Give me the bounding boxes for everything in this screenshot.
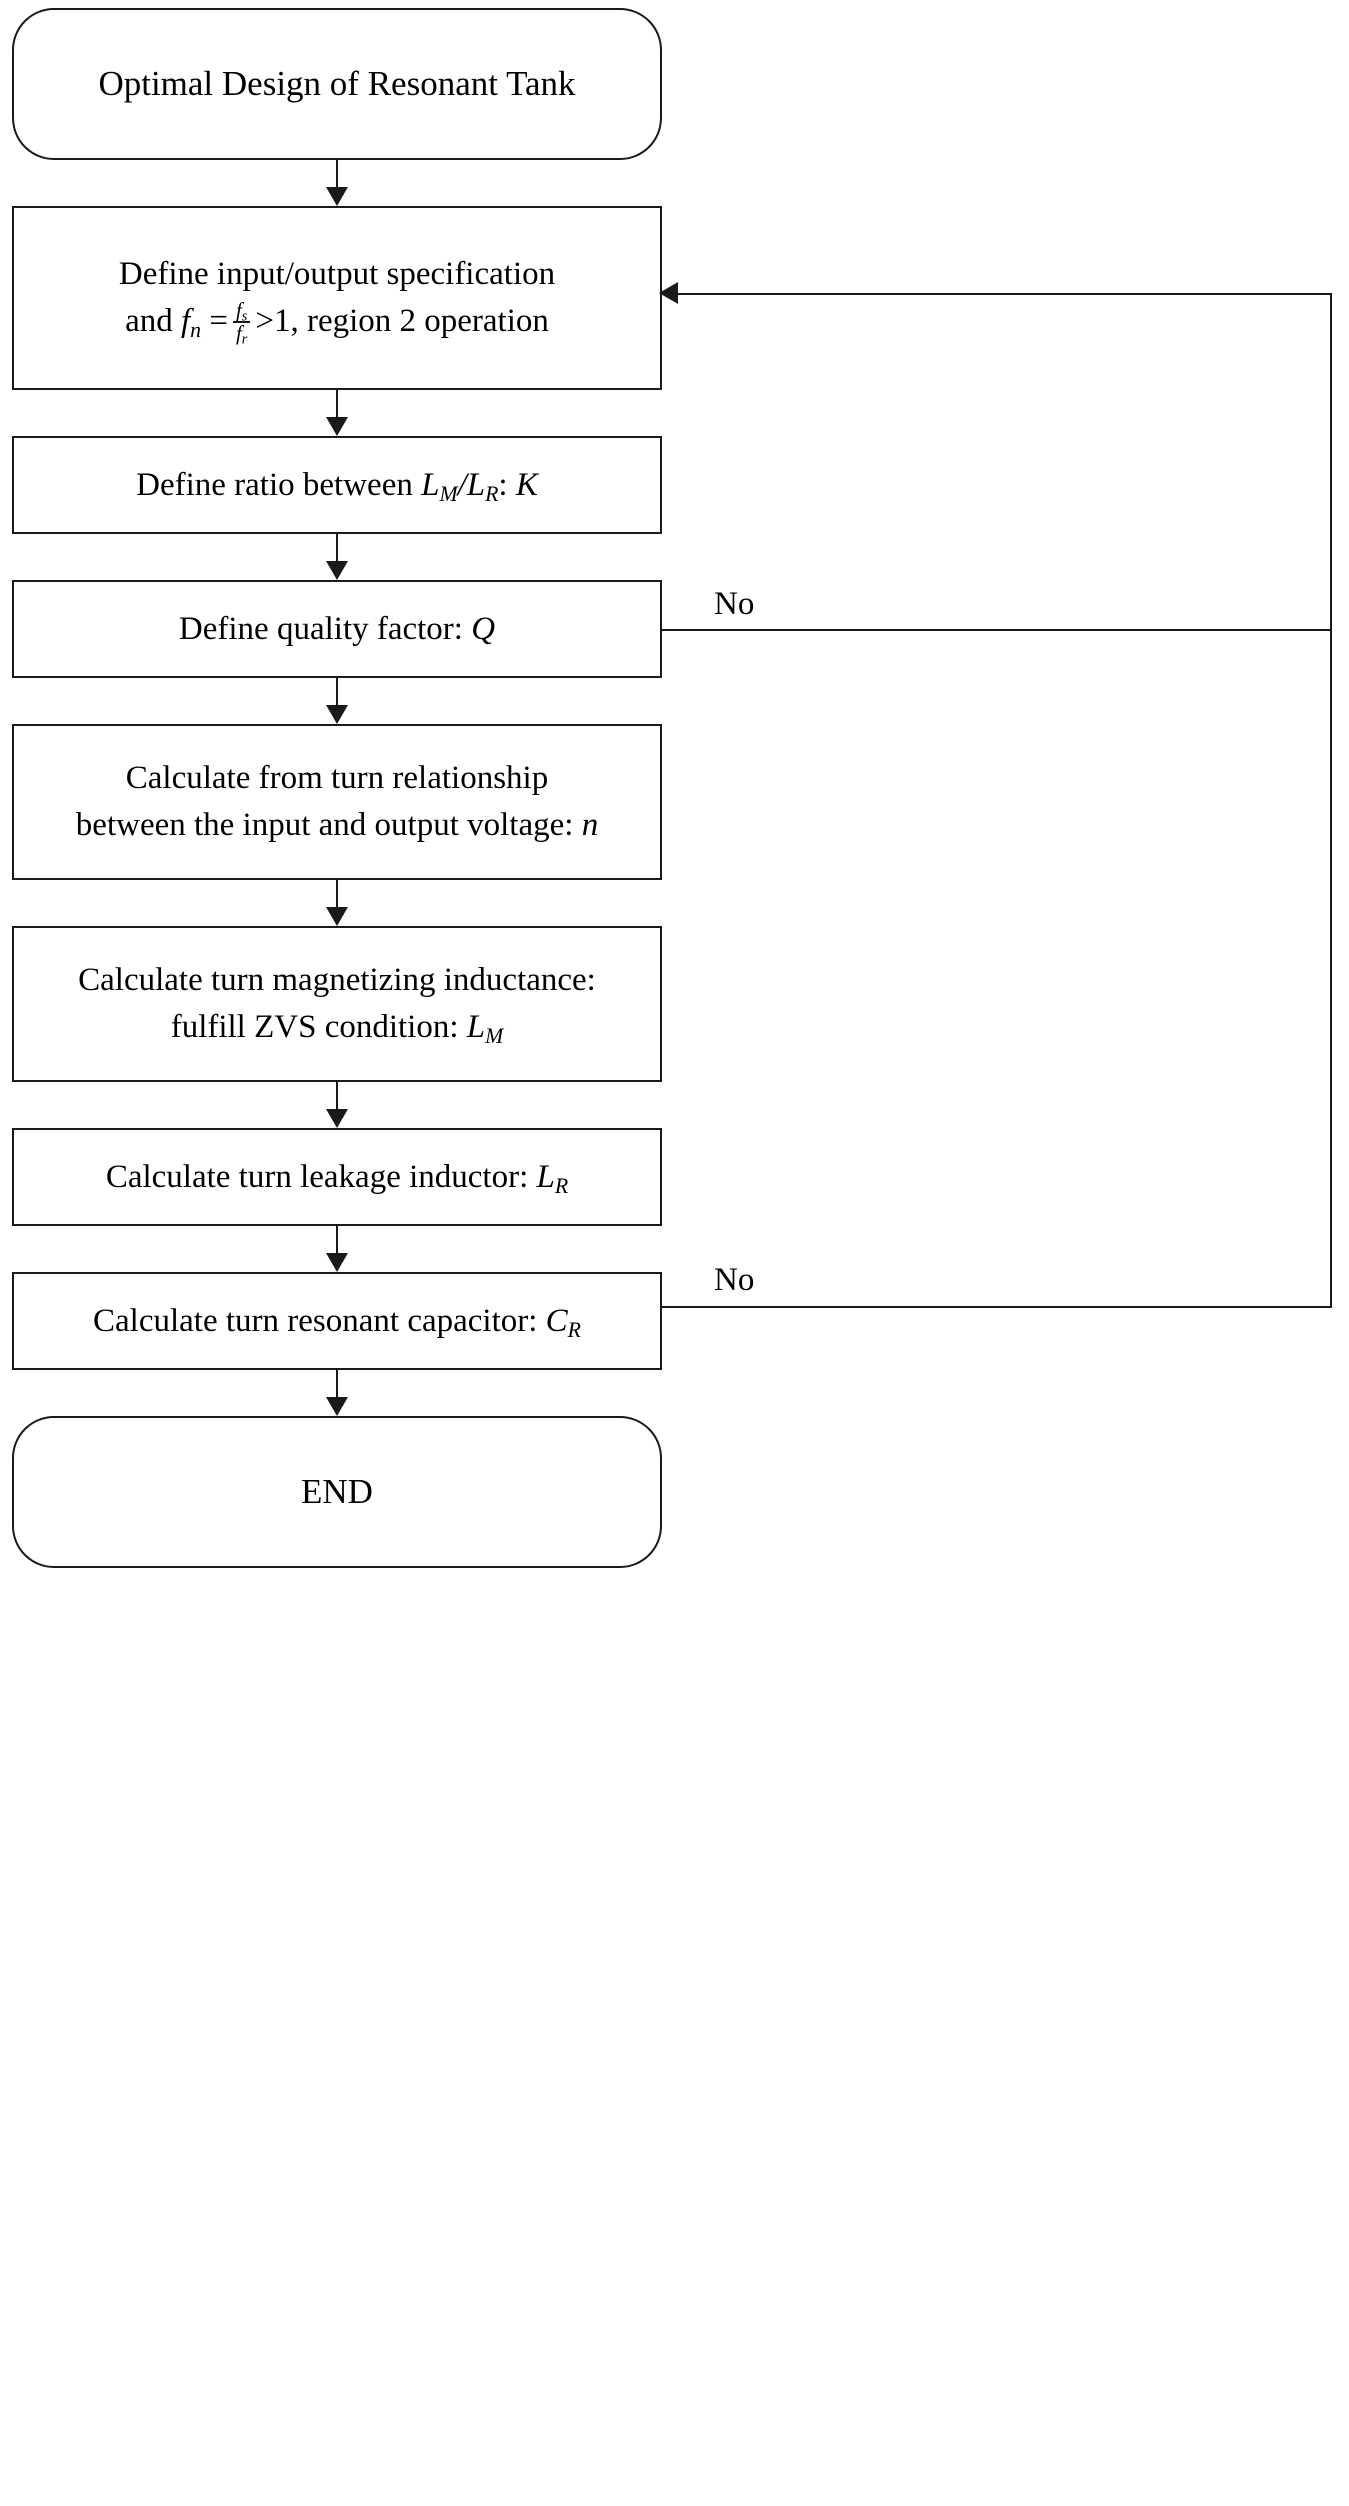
connector-ratio-to-quality (336, 534, 338, 564)
quality-sym: Q (471, 610, 496, 647)
ratio-sym2: LR (466, 466, 499, 506)
formula-suffix: , region 2 operation (290, 302, 549, 339)
formula-prefix: and (125, 302, 173, 339)
feedback-upper-horizontal-in (676, 293, 1332, 295)
node-define-spec[interactable]: Define input/output specification and fn… (12, 206, 662, 390)
arrowhead-feedback-upper (659, 282, 678, 304)
node-calc-leakage[interactable]: Calculate turn leakage inductor: LR (12, 1128, 662, 1226)
arrowhead-start-to-spec (326, 187, 348, 206)
connector-start-to-spec (336, 160, 338, 190)
fraction-numerator: fs (235, 297, 248, 325)
arrowhead-capacitor-to-end (326, 1397, 348, 1416)
ratio-sym3: K (515, 466, 538, 503)
quality-prefix: Define quality factor: (178, 610, 472, 647)
formula-lhs: fn (181, 302, 202, 342)
connector-turnratio-to-magnetizing (336, 880, 338, 910)
node-calc-magnetizing-line1: Calculate turn magnetizing inductance: (78, 962, 596, 999)
arrowhead-turnratio-to-magnetizing (326, 907, 348, 926)
connector-capacitor-to-end (336, 1370, 338, 1400)
node-calc-capacitor-label: Calculate turn resonant capacitor: CR (93, 1298, 581, 1345)
node-define-ratio-label: Define ratio between LM/LR: K (136, 462, 538, 509)
node-end-label: END (301, 1472, 373, 1512)
node-define-ratio[interactable]: Define ratio between LM/LR: K (12, 436, 662, 534)
node-define-spec-line1: Define input/output specification (118, 255, 556, 292)
node-define-quality-label: Define quality factor: Q (179, 606, 495, 653)
formula-equals: = (209, 302, 228, 339)
ratio-sym1: LM (421, 466, 458, 506)
capacitor-prefix: Calculate turn resonant capacitor: (93, 1302, 546, 1339)
node-start[interactable]: Optimal Design of Resonant Tank (12, 8, 662, 160)
magnetizing-sym: LM (466, 1009, 504, 1049)
fraction-denominator: fr (232, 320, 251, 347)
leakage-prefix: Calculate turn leakage inductor: (105, 1158, 537, 1195)
connector-quality-to-turnratio (336, 678, 338, 708)
turnratio-prefix: between the input and output voltage: (75, 807, 582, 843)
arrowhead-spec-to-ratio (326, 417, 348, 436)
formula-comparison: >1 (255, 302, 291, 339)
feedback-lower-horizontal-out (660, 1306, 1331, 1308)
node-calc-leakage-label: Calculate turn leakage inductor: LR (106, 1154, 568, 1201)
node-define-quality[interactable]: Define quality factor: Q (12, 580, 662, 678)
magnetizing-prefix: fulfill ZVS condition: (170, 1009, 467, 1045)
node-calc-turn-ratio-line2: between the input and output voltage: n (76, 802, 598, 849)
node-calc-capacitor[interactable]: Calculate turn resonant capacitor: CR (12, 1272, 662, 1370)
connector-spec-to-ratio (336, 390, 338, 420)
turnratio-sym: n (581, 807, 599, 843)
edge-label-no-upper: No (714, 586, 755, 622)
ratio-slash: / (457, 466, 467, 503)
connector-leakage-to-capacitor (336, 1226, 338, 1256)
capacitor-sym: CR (545, 1302, 581, 1342)
connector-magnetizing-to-leakage (336, 1082, 338, 1112)
edge-label-no-lower: No (714, 1262, 755, 1298)
feedback-upper-horizontal-out (660, 629, 1331, 631)
node-start-label: Optimal Design of Resonant Tank (98, 64, 576, 104)
node-end[interactable]: END (12, 1416, 662, 1568)
node-calc-turn-ratio-line1: Calculate from turn relationship (125, 760, 549, 797)
arrowhead-leakage-to-capacitor (326, 1253, 348, 1272)
feedback-lower-vertical (1330, 293, 1332, 1308)
ratio-prefix: Define ratio between (136, 466, 422, 503)
arrowhead-quality-to-turnratio (326, 705, 348, 724)
ratio-colon: : (498, 466, 516, 503)
arrowhead-ratio-to-quality (326, 561, 348, 580)
node-calc-magnetizing[interactable]: Calculate turn magnetizing inductance: f… (12, 926, 662, 1082)
node-calc-turn-ratio[interactable]: Calculate from turn relationship between… (12, 724, 662, 880)
leakage-sym: LR (536, 1158, 569, 1198)
node-calc-magnetizing-line2: fulfill ZVS condition: LM (171, 1004, 504, 1051)
arrowhead-magnetizing-to-leakage (326, 1109, 348, 1128)
